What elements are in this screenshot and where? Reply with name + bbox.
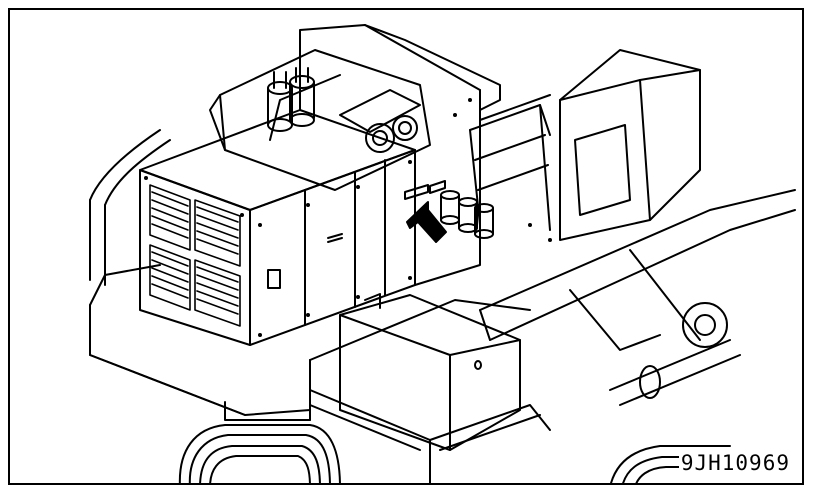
- figure-code: 9JH10969: [678, 451, 792, 475]
- upper-deck: [89, 264, 531, 421]
- arrow-pointer: [406, 201, 447, 243]
- filter-canisters: [440, 190, 494, 239]
- storage-box: [339, 293, 521, 451]
- handrail: [89, 94, 551, 286]
- cab-block: [559, 49, 701, 241]
- figure-frame: 9JH10969: [8, 8, 804, 485]
- machine-illustration: [89, 24, 796, 483]
- crawler-track: [178, 424, 731, 483]
- front-rail: [309, 389, 551, 483]
- exhaust-stacks: [267, 67, 315, 132]
- bolt-dots: [144, 98, 552, 337]
- air-intake: [339, 89, 421, 153]
- boom: [479, 189, 796, 406]
- engine-housing: [139, 24, 501, 346]
